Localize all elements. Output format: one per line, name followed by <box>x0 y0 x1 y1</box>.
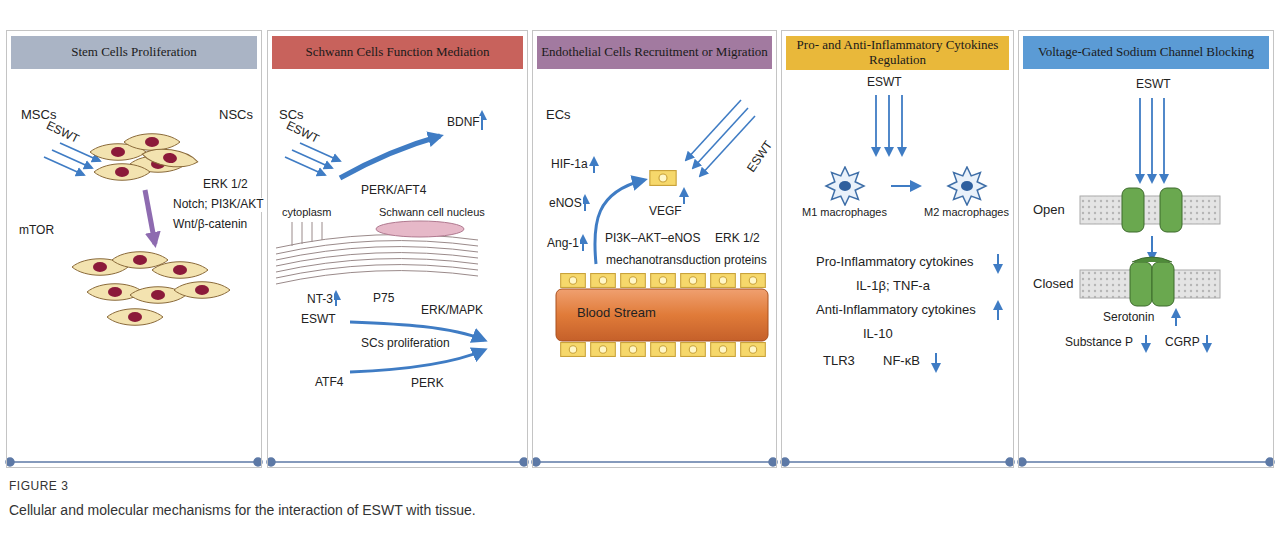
mechanism-label: SCs proliferation <box>360 337 451 351</box>
mechanism-label: ERK/MAPK <box>420 304 484 318</box>
macrophage-cell: M1 macrophages <box>800 166 889 218</box>
mechanism-label: ECs <box>545 108 572 123</box>
mechanism-label: Closed <box>1032 277 1074 292</box>
mechanism-label: CGRP <box>1164 336 1201 350</box>
mechanism-label: P75 <box>372 292 395 306</box>
mechanism-label: mechanotransduction proteins <box>605 254 768 268</box>
mechanism-label: Pro-Inflammatory cytokines <box>815 255 975 270</box>
panel-heading: Voltage-Gated Sodium Channel Blocking <box>1023 36 1269 69</box>
mechanism-label: Anti-Inflammatory cytokines <box>815 303 977 318</box>
mechanism-label: ESWT <box>300 313 337 327</box>
panel-heading: Pro- and Anti-Inflammatory Cytokines Reg… <box>786 36 1009 70</box>
mechanism-panel: Stem Cells Proliferation <box>6 30 262 468</box>
mechanism-label: Open <box>1032 203 1066 218</box>
panel-heading: Stem Cells Proliferation <box>11 36 257 69</box>
panel-heading: Endothelial Cells Recruitment or Migrati… <box>537 36 772 69</box>
macrophage-cell: M2 macrophages <box>922 166 1011 218</box>
mechanism-label: ATF4 <box>314 376 344 390</box>
mechanism-label: cytoplasm <box>281 206 333 219</box>
mechanism-label: ESWT <box>43 119 82 147</box>
mechanism-label: ESWT <box>744 138 776 176</box>
mechanism-label: Wnt/β-catenin <box>172 218 248 232</box>
mechanism-label: TLR3 <box>822 354 856 369</box>
mechanism-panel: Voltage-Gated Sodium Channel Blocking <box>1018 30 1274 468</box>
figure-number: FIGURE 3 <box>8 480 69 494</box>
mechanism-label: Substance P <box>1064 336 1134 350</box>
panel-heading: Schwann Cells Function Mediation <box>272 36 523 69</box>
macrophage-shape <box>945 166 989 206</box>
mechanism-label: Ang-1 <box>546 237 580 251</box>
mechanism-panel: Schwann Cells Function Mediation <box>267 30 528 468</box>
mechanism-label: mTOR <box>18 224 55 238</box>
mechanism-label: ERK 1/2 <box>202 178 249 192</box>
cell-label: M2 macrophages <box>922 206 1011 218</box>
mechanism-label: PERK/AFT4 <box>360 184 427 198</box>
mechanism-label: eNOS <box>548 197 583 211</box>
mechanism-panel: Pro- and Anti-Inflammatory Cytokines Reg… <box>781 30 1014 468</box>
mechanism-label: IL-10 <box>862 327 894 342</box>
mechanism-label: Serotonin <box>1102 311 1155 325</box>
mechanism-label: ESWT <box>866 76 903 90</box>
mechanism-label: PERK <box>410 377 445 391</box>
mechanism-label: NT-3 <box>306 293 334 307</box>
mechanism-label: NSCs <box>218 108 254 123</box>
mechanism-label: IL-1β; TNF-a <box>855 279 931 294</box>
mechanism-label: BDNF <box>446 116 481 130</box>
mechanism-label: NF-κB <box>882 354 921 369</box>
figure-caption: Cellular and molecular mechanisms for th… <box>8 502 477 518</box>
transition-arrow <box>891 185 920 187</box>
mechanism-label: Blood Stream <box>576 306 657 321</box>
mechanism-label: HIF-1a <box>550 158 589 172</box>
mechanism-label: ERK 1/2 <box>714 232 761 246</box>
macrophage-shape <box>823 166 867 206</box>
mechanism-label: ESWT <box>1135 78 1172 92</box>
mechanism-label: Notch; PI3K/AKT <box>172 198 265 212</box>
mechanism-label: Schwann cell nucleus <box>378 206 486 219</box>
mechanism-label: PI3K–AKT–eNOS <box>604 232 701 246</box>
mechanism-label: VEGF <box>648 205 683 219</box>
cell-label: M1 macrophages <box>800 206 889 218</box>
